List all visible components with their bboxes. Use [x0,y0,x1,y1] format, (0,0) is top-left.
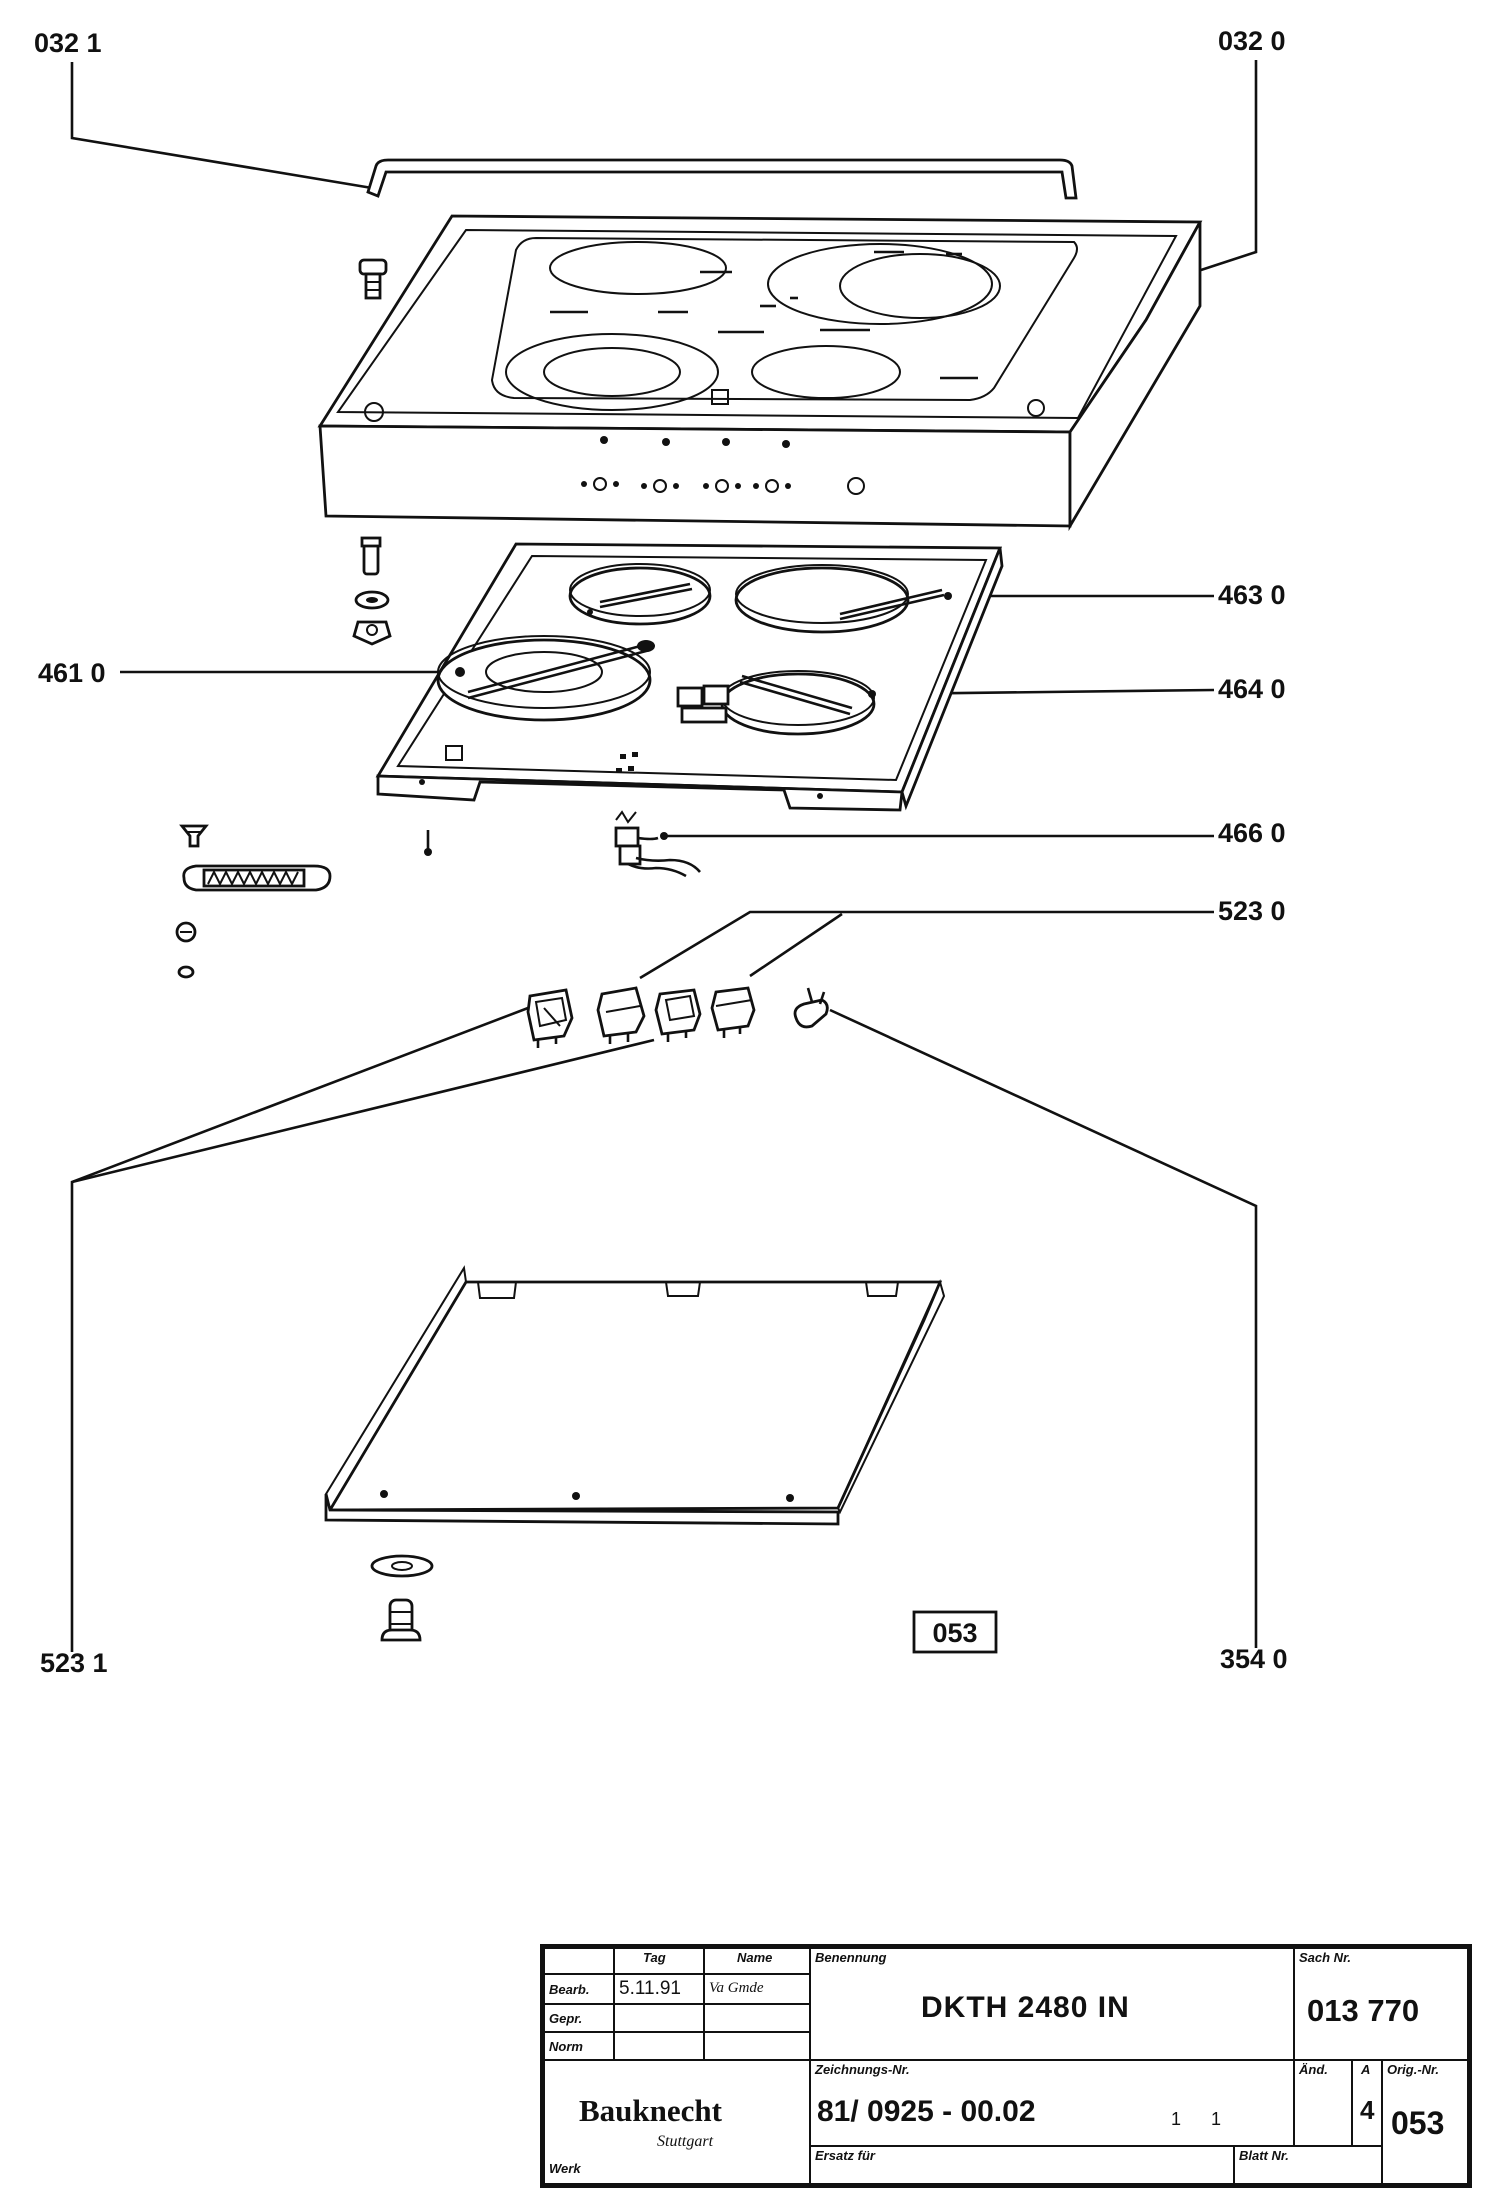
tb-aend-value: 4 [1360,2095,1375,2125]
tb-drawing-number: 81/ 0925 - 00.02 [817,2095,1036,2128]
callout-5230: 523 0 [1218,896,1286,926]
callout-0320: 032 0 [1218,26,1286,56]
leader-lines [70,60,1258,1652]
callout-5231: 523 1 [40,1648,108,1678]
leader-3540 [829,1008,1258,1648]
tb-row-tag-norm [614,2032,704,2060]
bottom-cover-plate-part [324,1265,946,1526]
leader-5230-b [749,912,843,978]
tb-werk-label: Werk [549,2161,581,2176]
brand-logo: Bauknecht [579,2093,722,2128]
switch-knob-4-part [710,986,756,1038]
tb-drawing-marks: 1 1 [1171,2109,1222,2129]
title-block: Tag Name Bearb. 5.11.91 Va Gmde Gepr. No… [540,1944,1472,2188]
page-number-box: 053 [912,1610,998,1654]
tb-sach-nr-cell: Sach Nr. 013 770 [1294,1948,1468,2060]
callout-4660: 466 0 [1218,818,1286,848]
heating-elements-tray-part [375,542,1004,812]
terminal-block-part [175,824,332,979]
clip-fixings-left [352,536,392,646]
callout-4610: 461 0 [38,658,106,688]
tb-row-label-bearb: Bearb. [544,1974,614,2004]
limiter-wiring-part [614,810,701,878]
tb-a-cell: A 4 [1352,2060,1382,2146]
tb-aend-cell: Änd. [1294,2060,1352,2146]
callout-4640: 464 0 [1218,674,1286,704]
tb-name-header: Name [704,1948,810,1974]
tb-sach-nr-value: 013 770 [1307,1993,1420,2028]
tb-row-name-bearb: Va Gmde [704,1974,810,2004]
tb-brand-cell: Bauknecht Stuttgart Werk [544,2060,810,2184]
tb-row-label-norm: Norm [544,2032,614,2060]
tb-row-tag-bearb: 5.11.91 [614,1974,704,2004]
front-panel-knob-markers [581,436,865,495]
leader-0321 [70,62,373,190]
screw-under-tray [424,830,432,856]
switch-knob-3-part [654,988,702,1042]
callout-4630: 463 0 [1218,580,1286,610]
tb-ersatz-cell: Ersatz für [810,2146,1234,2184]
tb-row-name-norm [704,2032,810,2060]
screw-top-left [358,258,388,300]
indicator-lamp-part [793,987,829,1029]
page-number-label: 053 [932,1618,977,1648]
cooktop-glass-top-part [317,214,1203,532]
tb-orig-nr-cell: Orig.-Nr. 053 [1382,2060,1468,2184]
tb-row-name-gepr [704,2004,810,2032]
brand-city: Stuttgart [657,2133,714,2150]
tb-model: DKTH 2480 IN [921,1991,1130,2024]
leader-5230-a [639,910,1214,980]
tb-corner [544,1948,614,1974]
callout-3540: 354 0 [1220,1644,1288,1674]
tb-benennung-cell: Benennung DKTH 2480 IN [810,1948,1294,2060]
tb-drawing-number-cell: Zeichnungs-Nr. 81/ 0925 - 00.02 1 1 [810,2060,1294,2146]
tb-blatt-cell: Blatt Nr. [1234,2146,1382,2184]
washer-screw-bottom [370,1554,434,1642]
tb-row-label-gepr: Gepr. [544,2004,614,2032]
handle-bar-part [366,158,1078,200]
tb-tag-header: Tag [614,1948,704,1974]
leader-5231-b [71,1038,655,1184]
switch-knob-2-part [596,986,646,1044]
tb-row-tag-gepr [614,2004,704,2032]
callout-0321: 032 1 [34,28,102,58]
tb-orig-nr-value: 053 [1391,2105,1445,2141]
switch-knob-1-part [526,988,574,1048]
